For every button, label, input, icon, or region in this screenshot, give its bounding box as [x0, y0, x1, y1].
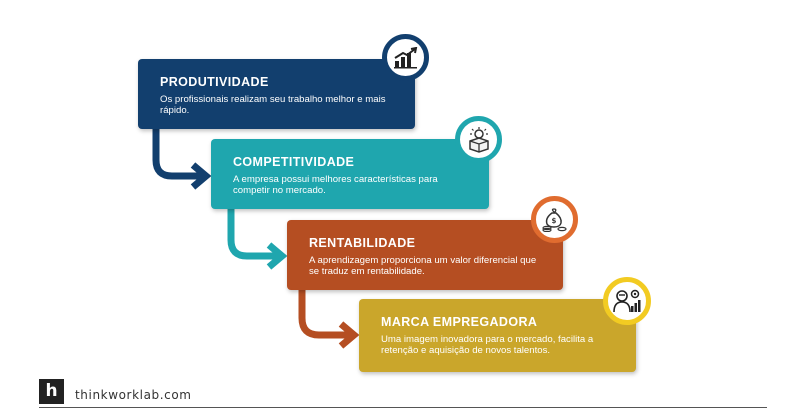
arrowhead-1	[190, 162, 212, 190]
step-title: COMPETITIVIDADE	[233, 155, 355, 169]
step-description: A empresa possui melhores característica…	[233, 174, 438, 196]
arrowhead-3	[338, 321, 360, 349]
logo-letter: h	[45, 381, 58, 401]
thinkworklab-logo: h	[39, 379, 64, 404]
footer-divider	[39, 407, 767, 408]
money-bag-icon: $	[531, 196, 578, 243]
arrow-3-to-4	[298, 290, 350, 339]
idea-box-icon	[455, 116, 502, 163]
step-card-produtividade: PRODUTIVIDADE Os profissionais realizam …	[138, 59, 415, 129]
arrow-1-to-2	[152, 129, 202, 180]
step-title: MARCA EMPREGADORA	[381, 315, 538, 329]
step-title: PRODUTIVIDADE	[160, 75, 269, 89]
employee-analytics-icon	[603, 277, 651, 325]
step-description: Os profissionais realizam seu trabalho m…	[160, 94, 386, 116]
step-card-marca-empregadora: MARCA EMPREGADORA Uma imagem inovadora p…	[359, 299, 636, 372]
step-card-competitividade: COMPETITIVIDADE A empresa possui melhore…	[211, 139, 489, 209]
productivity-chart-icon	[382, 34, 429, 81]
arrowhead-2	[266, 242, 288, 270]
step-description: A aprendizagem proporciona um valor dife…	[309, 255, 537, 277]
brand-url: thinkworklab.com	[75, 388, 192, 402]
step-card-rentabilidade: RENTABILIDADE A aprendizagem proporciona…	[287, 220, 563, 290]
svg-text:$: $	[551, 217, 556, 225]
step-description: Uma imagem inovadora para o mercado, fac…	[381, 334, 594, 356]
step-title: RENTABILIDADE	[309, 236, 416, 250]
arrow-2-to-3	[227, 209, 278, 260]
